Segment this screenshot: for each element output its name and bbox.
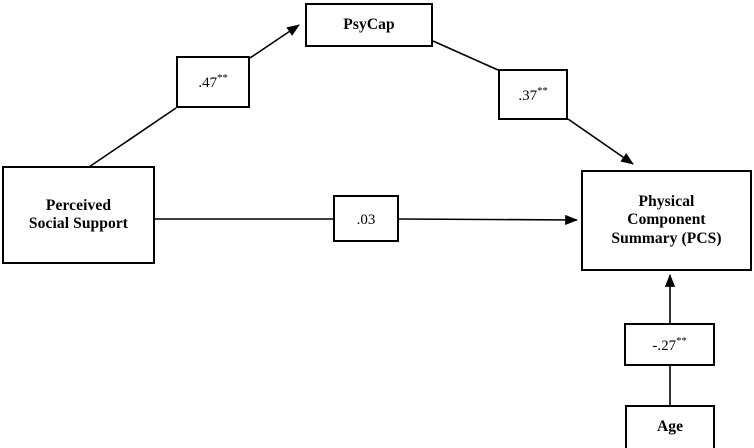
coefficient-label-psycap-to-pcs: .37**: [518, 85, 547, 105]
node-age[interactable]: Age: [625, 405, 715, 448]
coefficient-box-age-to-pcs[interactable]: -.27**: [624, 323, 715, 366]
edge-coef37-to-pcs: [567, 118, 634, 165]
node-psycap-label: PsyCap: [343, 15, 395, 33]
edge-coef47-to-psycap: [249, 24, 300, 59]
edge-pss-to-coef47: [88, 107, 177, 168]
coefficient-value-pss-to-pcs-direct: .03: [356, 211, 376, 228]
coefficient-label-age-to-pcs: -.27**: [652, 335, 686, 355]
coefficient-stars-age-to-pcs: **: [676, 334, 687, 347]
node-age-label: Age: [656, 418, 684, 436]
coefficient-value-pss-to-psycap: .47: [198, 75, 218, 91]
coefficient-value-age-to-pcs: -.27: [652, 337, 677, 354]
coefficient-label-pss-to-psycap: .47**: [198, 72, 227, 92]
coefficient-value-psycap-to-pcs: .37: [518, 87, 538, 104]
coefficient-box-psycap-to-pcs[interactable]: .37**: [498, 69, 568, 120]
node-psycap[interactable]: PsyCap: [305, 3, 433, 47]
coefficient-stars-pss-to-psycap: **: [217, 72, 228, 84]
edge-psycap-to-coef37: [432, 40, 499, 71]
edge-coef03-to-pcs: [398, 214, 578, 226]
coefficient-box-pss-to-psycap[interactable]: .47**: [176, 56, 250, 108]
coefficient-box-pss-to-pcs-direct[interactable]: .03: [333, 195, 399, 242]
coefficient-label-pss-to-pcs-direct: .03: [357, 209, 376, 229]
coefficient-stars-psycap-to-pcs: **: [537, 84, 548, 97]
